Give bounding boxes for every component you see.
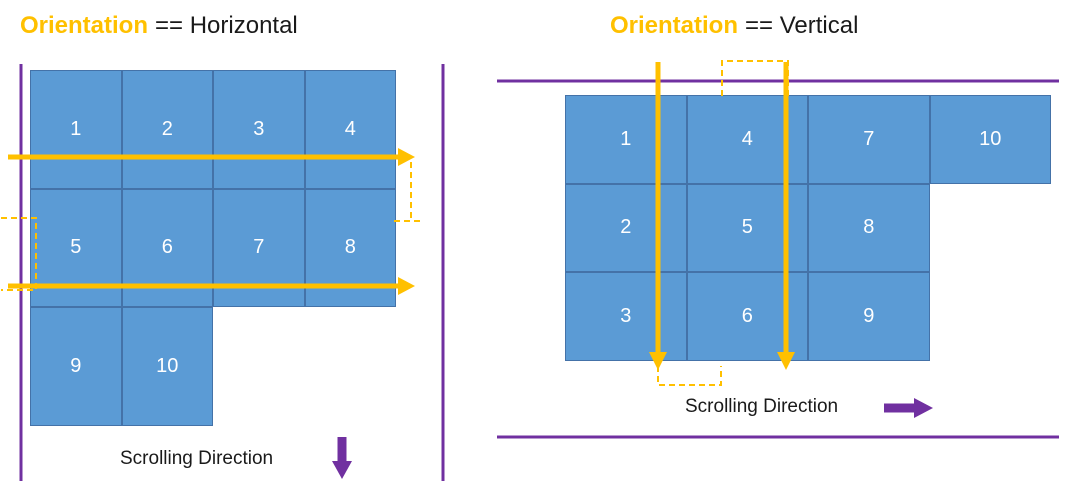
horizontal-title-keyword: Orientation — [20, 12, 149, 39]
grid-cell-6: 6 — [686, 272, 808, 361]
vertical-title-value: == Vertical — [745, 12, 859, 39]
column-wrap-dashed-top — [721, 60, 789, 96]
grid-cell-5: 5 — [30, 188, 122, 308]
grid-cell-7: 7 — [808, 95, 930, 184]
grid-cell-8: 8 — [808, 183, 930, 273]
grid-cell-4: 4 — [686, 95, 808, 184]
grid-cell-7: 7 — [213, 188, 305, 308]
vertical-scrolling-direction-label: Scrolling Direction — [685, 396, 839, 417]
vertical-title-keyword: Orientation — [610, 12, 739, 39]
grid-cell-2: 2 — [565, 183, 687, 273]
horizontal-panel-title: Orientation== Horizontal — [20, 12, 298, 40]
grid-cell-3: 3 — [213, 70, 305, 189]
column-wrap-dashed-bottom — [657, 366, 722, 386]
grid-cell-6: 6 — [121, 188, 213, 308]
vertical-panel-title: Orientation== Vertical — [610, 12, 858, 40]
grid-cell-8: 8 — [304, 188, 396, 308]
grid-cell-2: 2 — [121, 70, 213, 189]
grid-cell-1: 1 — [30, 70, 122, 189]
row-wrap-dashed-right — [394, 162, 421, 222]
grid-cell-5: 5 — [686, 183, 808, 273]
horizontal-orientation-grid: 1 2 3 4 5 6 7 8 9 10 — [30, 70, 396, 426]
grid-cell-9: 9 — [808, 272, 930, 361]
grid-cell-3: 3 — [565, 272, 687, 361]
horizontal-scrolling-direction-label: Scrolling Direction — [120, 448, 274, 469]
grid-cell-4: 4 — [304, 70, 396, 189]
scroll-direction-right-arrow — [884, 398, 933, 418]
grid-cell-1: 1 — [565, 95, 687, 184]
grid-cell-10: 10 — [929, 95, 1051, 184]
horizontal-title-value: == Horizontal — [155, 12, 298, 39]
grid-cell-9: 9 — [30, 307, 122, 426]
vertical-orientation-grid: 1 2 3 4 5 6 7 8 9 10 — [565, 95, 1051, 361]
grid-cell-10: 10 — [121, 307, 213, 426]
scroll-direction-down-arrow — [332, 437, 352, 479]
